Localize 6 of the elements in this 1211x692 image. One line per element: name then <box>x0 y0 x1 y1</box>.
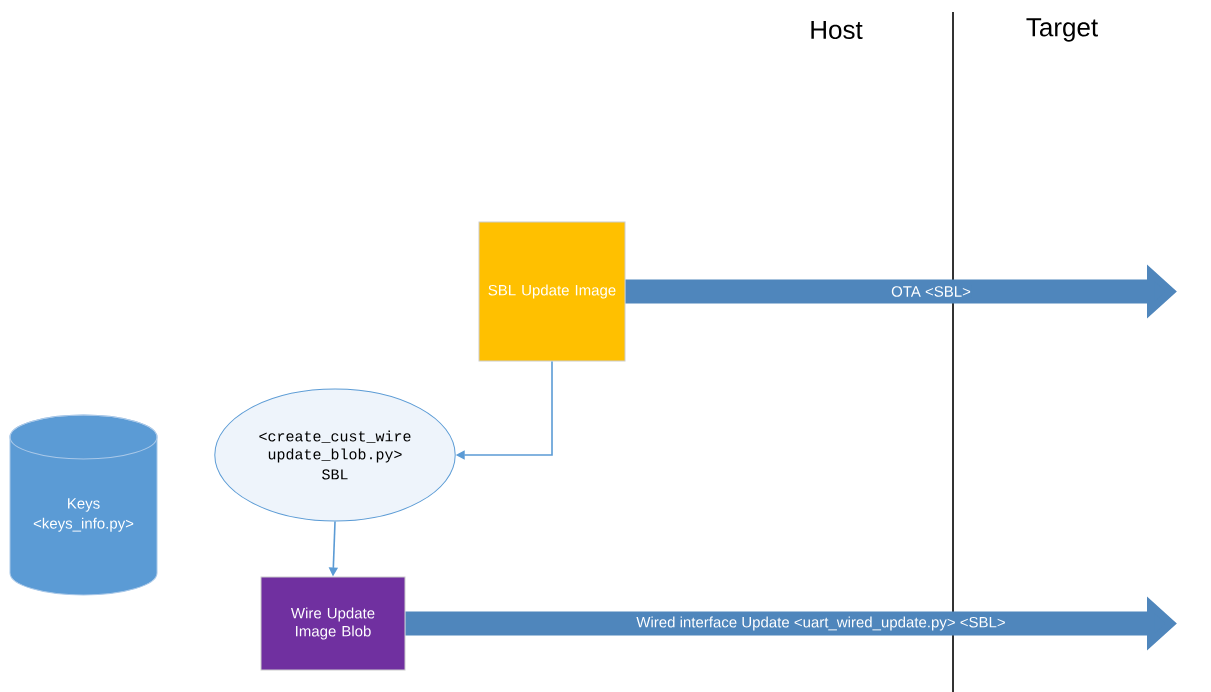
database-cylinder: Keys <keys_info.py> <box>9 414 158 596</box>
heading: Host <box>811 20 863 40</box>
process-box: Wire Update Image Blob <box>260 576 406 671</box>
edge-label: OTA <SBL> <box>890 285 972 298</box>
heading: Target <box>1026 18 1098 42</box>
process-box: SBL Update Image <box>478 221 626 362</box>
